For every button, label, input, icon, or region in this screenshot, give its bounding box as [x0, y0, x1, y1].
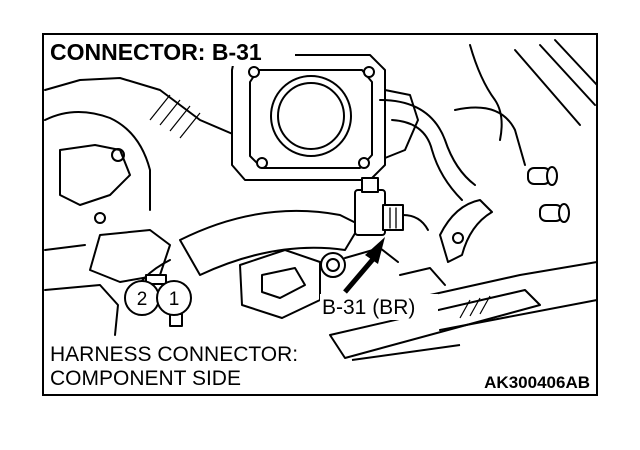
harness-label-line2: COMPONENT SIDE	[50, 367, 241, 390]
harness-leader-line	[351, 344, 461, 361]
harness-label-line1: HARNESS CONNECTOR:	[50, 343, 298, 366]
vacuum-nozzle-upper	[527, 166, 558, 186]
figure-code: AK300406AB	[484, 373, 590, 392]
harness-connector-symbol: 2 1	[124, 274, 192, 327]
pin-2: 2	[137, 289, 148, 310]
callout-label: B-31 (BR)	[322, 296, 415, 319]
diagram-title: CONNECTOR: B-31	[50, 39, 262, 65]
callout-arrow	[343, 237, 385, 294]
pin-1: 1	[169, 289, 180, 310]
vacuum-nozzle-lower	[539, 203, 570, 223]
engine-illustration	[44, 39, 598, 359]
solenoid-b31	[354, 177, 429, 236]
